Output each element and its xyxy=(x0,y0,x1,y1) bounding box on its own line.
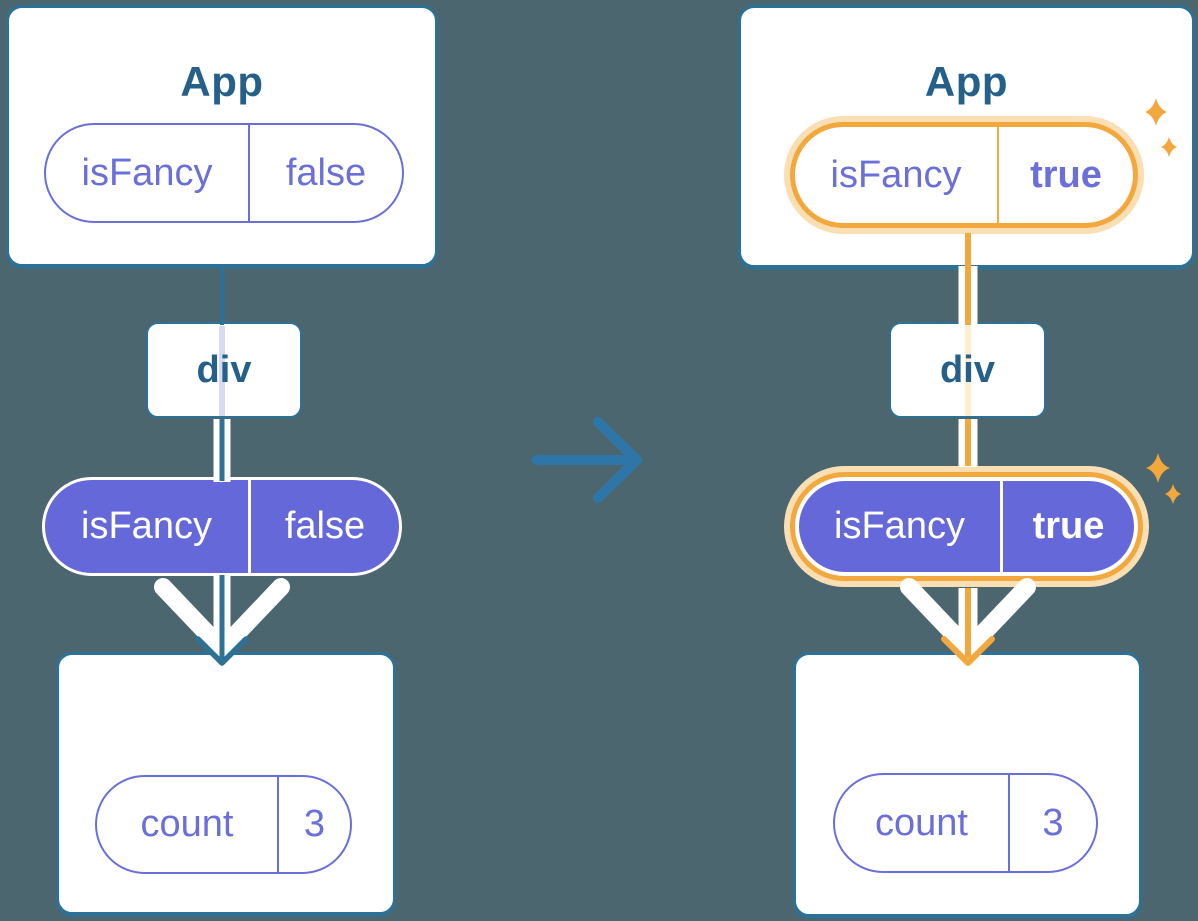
pill-divider xyxy=(248,480,251,573)
left-app-title: App xyxy=(180,58,264,105)
right-passed-prop-pill-highlighted: isFancy true xyxy=(795,477,1138,576)
prop-key-label: isFancy xyxy=(834,505,965,547)
right-div-node: div xyxy=(889,322,1046,418)
prop-value-label: true xyxy=(1030,153,1102,196)
right-tree-edge-highlighted xyxy=(900,233,1036,666)
right-app-title: App xyxy=(924,58,1009,105)
pill-divider xyxy=(277,777,279,872)
prop-value-label: false xyxy=(284,505,366,547)
left-passed-prop-pill: isFancy false xyxy=(42,477,402,576)
prop-key-label: isFancy xyxy=(81,505,212,547)
state-value-label: 3 xyxy=(303,803,326,845)
right-div-label: div xyxy=(940,348,995,391)
state-key-label: count xyxy=(875,801,968,844)
transition-arrow-icon xyxy=(532,417,642,503)
right-app-prop-pill-highlighted: isFancy true xyxy=(790,122,1138,228)
left-prop-flow-chevron xyxy=(154,578,290,658)
prop-key-label: isFancy xyxy=(830,153,962,196)
pill-divider xyxy=(997,127,999,223)
pill-divider xyxy=(1000,481,1003,572)
state-key-label: count xyxy=(140,803,234,845)
left-div-node: div xyxy=(146,322,302,418)
left-counter-state-pill: count 3 xyxy=(95,775,352,874)
prop-value-label: true xyxy=(1032,505,1105,547)
state-value-label: 3 xyxy=(1042,801,1064,844)
left-app-prop-pill: isFancy false xyxy=(44,123,404,223)
pill-divider xyxy=(248,125,250,221)
right-prop-flow-chevron xyxy=(900,578,1036,658)
prop-key-label: isFancy xyxy=(81,151,213,194)
pill-divider xyxy=(1008,775,1010,871)
right-counter-state-pill: count 3 xyxy=(833,773,1098,873)
left-div-label: div xyxy=(196,348,252,391)
prop-value-label: false xyxy=(285,151,367,194)
